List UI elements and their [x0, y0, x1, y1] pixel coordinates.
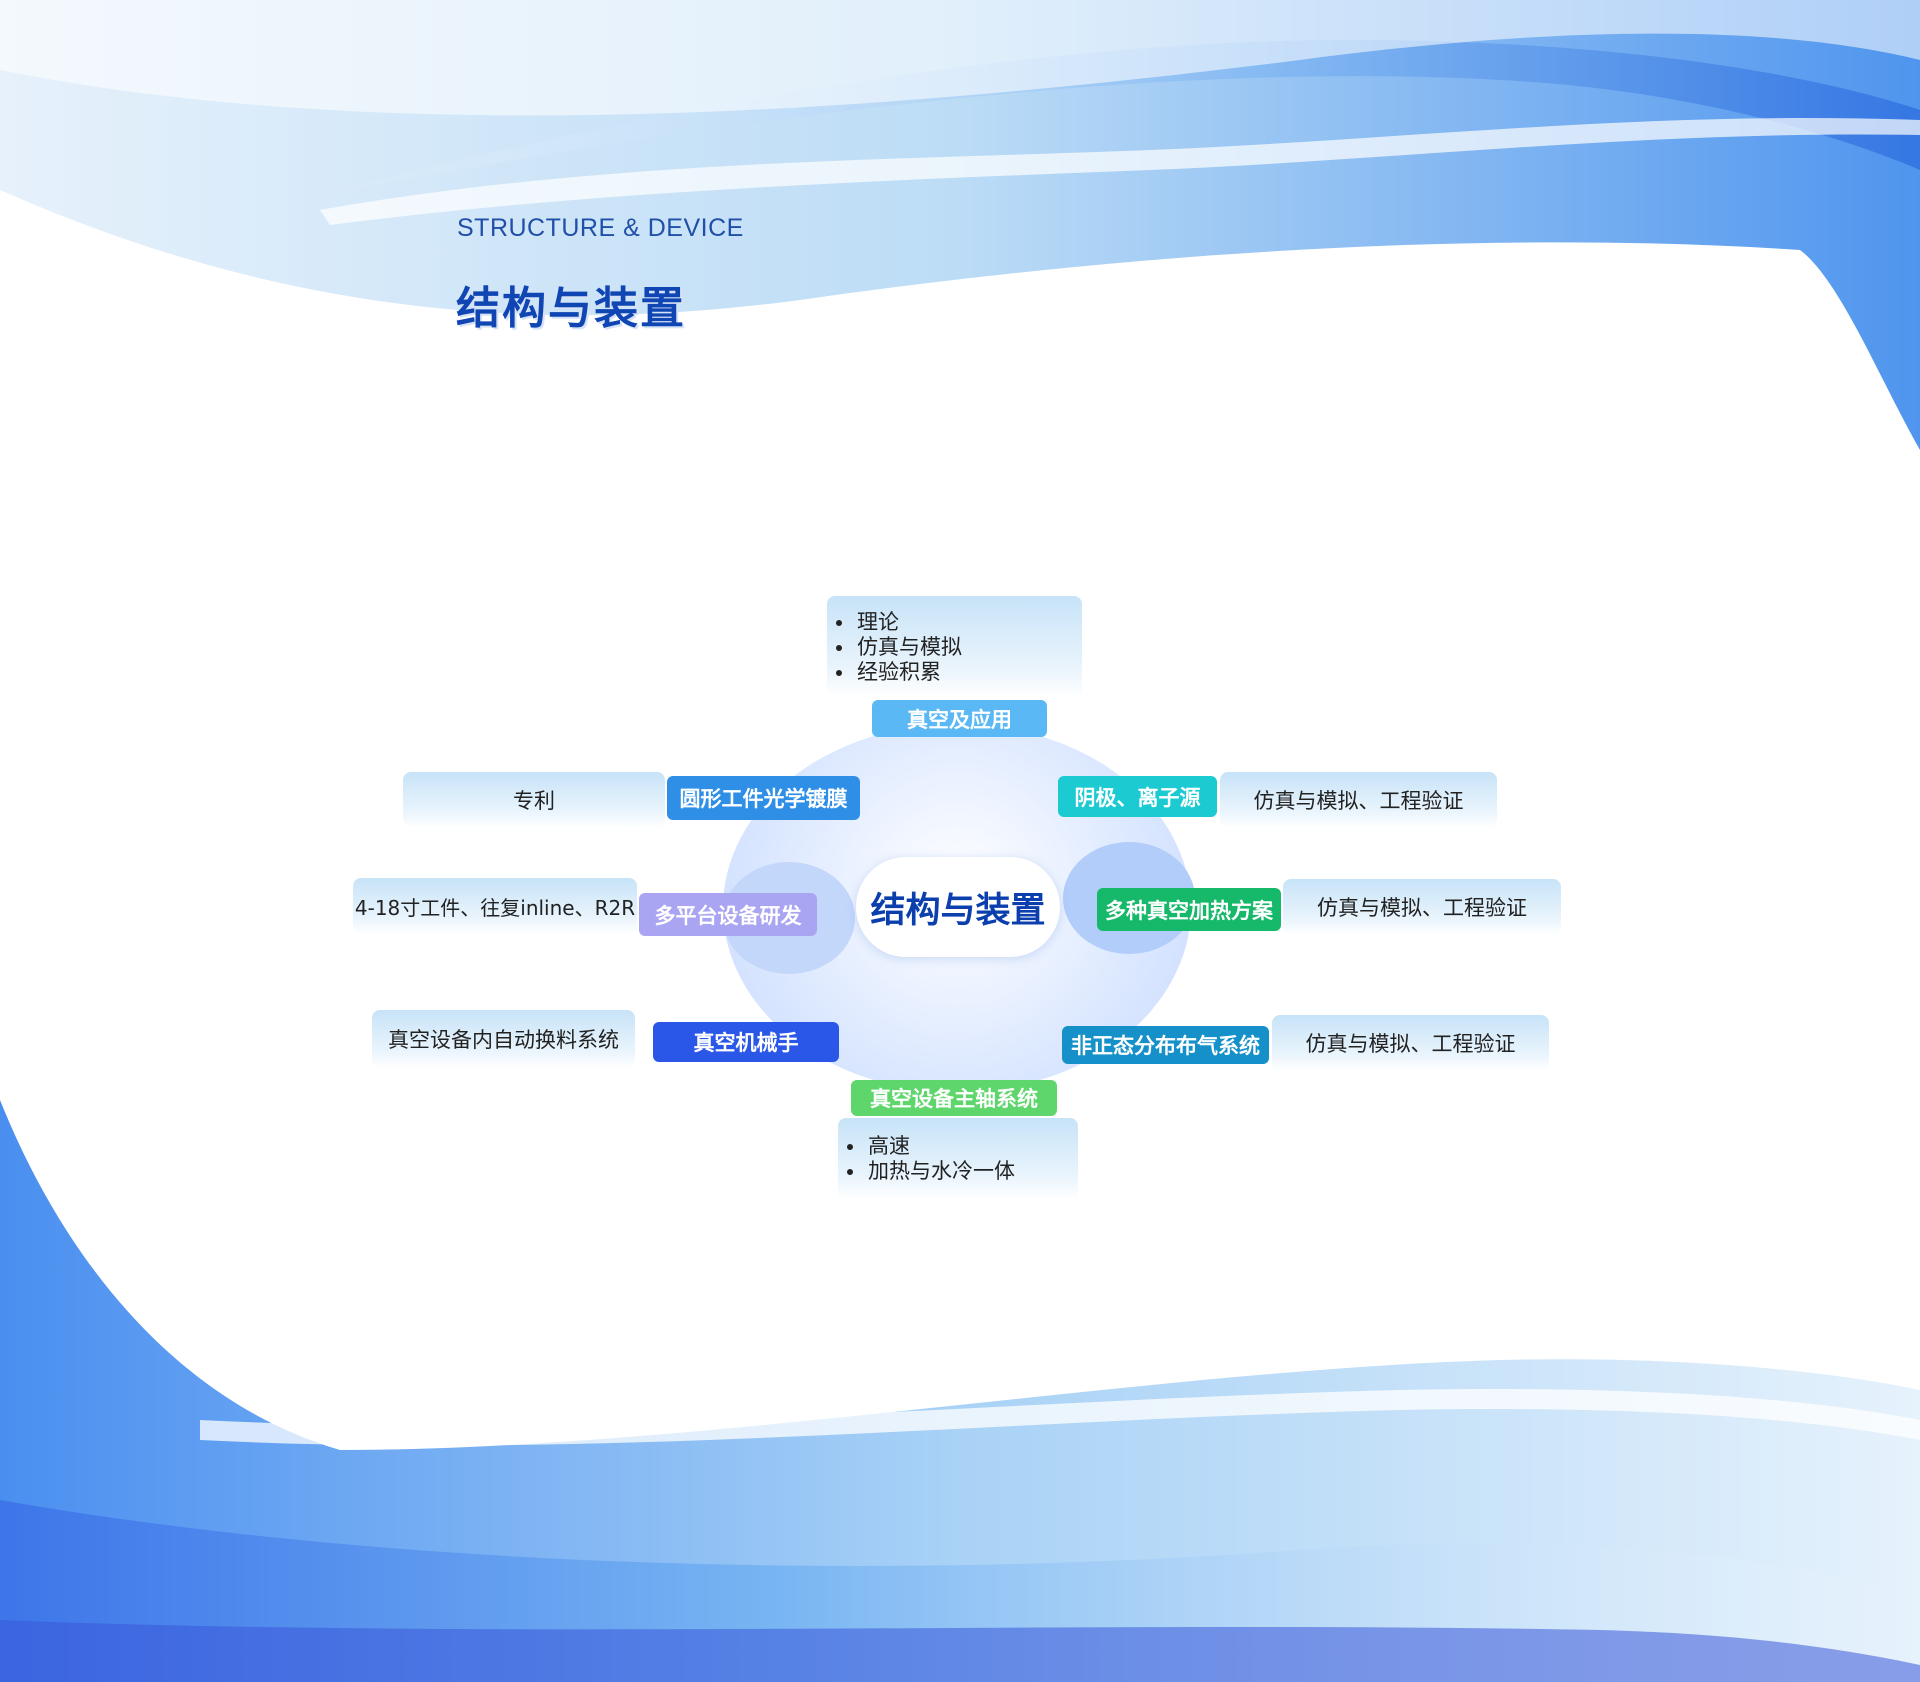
list-item: 经验积累 — [855, 660, 962, 685]
detail-box-mid-right: 仿真与模拟、工程验证 — [1283, 879, 1561, 935]
branch-tag-lower-right: 非正态分布布气系统 — [1062, 1026, 1269, 1064]
detail-box-top: 理论 仿真与模拟 经验积累 — [827, 596, 1082, 698]
center-node: 结构与装置 — [856, 857, 1060, 957]
detail-box-mid-left: 4-18寸工件、往复inline、R2R — [353, 878, 637, 934]
detail-box-upper-left: 专利 — [403, 772, 665, 828]
detail-box-bottom: 高速 加热与水冷一体 — [838, 1118, 1078, 1200]
list-item: 高速 — [866, 1134, 1015, 1159]
branch-tag-upper-right: 阴极、离子源 — [1058, 776, 1217, 817]
branch-tag-upper-left: 圆形工件光学镀膜 — [667, 776, 860, 820]
list-item: 仿真与模拟 — [855, 635, 962, 660]
branch-tag-mid-right: 多种真空加热方案 — [1097, 888, 1281, 931]
detail-box-lower-right: 仿真与模拟、工程验证 — [1272, 1015, 1549, 1071]
section-subtitle: STRUCTURE & DEVICE — [457, 214, 744, 242]
detail-list-bottom: 高速 加热与水冷一体 — [838, 1134, 1015, 1184]
detail-box-lower-left: 真空设备内自动换料系统 — [372, 1010, 635, 1068]
branch-tag-mid-left: 多平台设备研发 — [639, 893, 817, 936]
detail-list-top: 理论 仿真与模拟 经验积累 — [827, 610, 962, 685]
list-item: 加热与水冷一体 — [866, 1159, 1015, 1184]
list-item: 理论 — [855, 610, 962, 635]
branch-tag-lower-left: 真空机械手 — [653, 1022, 839, 1062]
detail-box-upper-right: 仿真与模拟、工程验证 — [1220, 772, 1497, 828]
branch-tag-top: 真空及应用 — [872, 700, 1047, 737]
branch-tag-bottom: 真空设备主轴系统 — [851, 1080, 1057, 1116]
section-title: 结构与装置 — [456, 283, 686, 334]
